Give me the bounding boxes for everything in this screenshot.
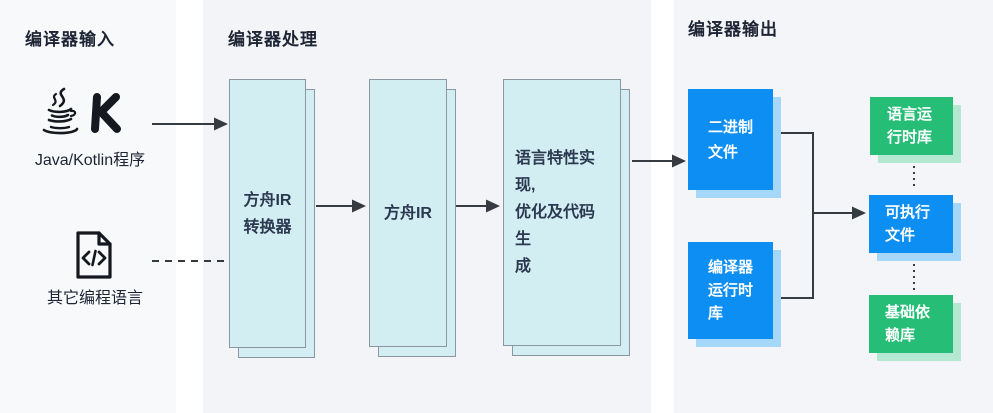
ark-ir-converter-node: 方舟IR 转换器 <box>229 79 306 348</box>
codegen-node: 语言特性实现, 优化及代码生 成 <box>503 79 621 346</box>
language-runtime-lib-node: 语言运 行时库 <box>870 97 953 155</box>
code-file-icon <box>76 231 112 279</box>
base-dependency-lib-node: 基础依 赖库 <box>869 295 953 353</box>
node-line: 方舟IR <box>383 204 432 222</box>
bracket-connector <box>775 132 814 299</box>
node-line: 成 <box>515 258 532 275</box>
node-line: 库 <box>708 305 724 322</box>
node-line: 优化及代码生 <box>515 204 596 248</box>
executable-file-node: 可执行 文件 <box>869 195 953 253</box>
panel-compiler-input <box>0 0 176 413</box>
node-line: 行时库 <box>887 129 933 146</box>
output-section-title: 编译器输出 <box>688 20 778 39</box>
node-line: 文件 <box>885 227 916 244</box>
node-line: 编译器 <box>708 259 754 276</box>
binary-file-node: 二进制 文件 <box>688 89 773 190</box>
node-line: 二进制 <box>708 118 754 136</box>
node-line: 语言运 <box>887 106 933 123</box>
node-line: 文件 <box>708 143 739 161</box>
node-line: 运行时 <box>708 282 754 299</box>
compiler-runtime-lib-node: 编译器 运行时 库 <box>688 242 773 339</box>
process-section-title: 编译器处理 <box>228 30 318 49</box>
other-language-label: 其它编程语言 <box>46 290 143 307</box>
java-coffee-icon <box>42 87 79 135</box>
node-line: 赖库 <box>885 327 916 344</box>
node-line: 可执行 <box>885 204 931 221</box>
node-line: 语言特性实现, <box>515 150 596 194</box>
ark-ir-node: 方舟IR <box>369 79 447 347</box>
input-section-title: 编译器输入 <box>25 30 115 49</box>
node-line: 转换器 <box>243 218 292 236</box>
java-kotlin-label: Java/Kotlin程序 <box>34 152 146 169</box>
kotlin-k-icon <box>91 93 121 133</box>
node-line: 基础依 <box>885 304 931 321</box>
node-line: 方舟IR <box>243 191 292 209</box>
arrowheads <box>214 117 866 220</box>
